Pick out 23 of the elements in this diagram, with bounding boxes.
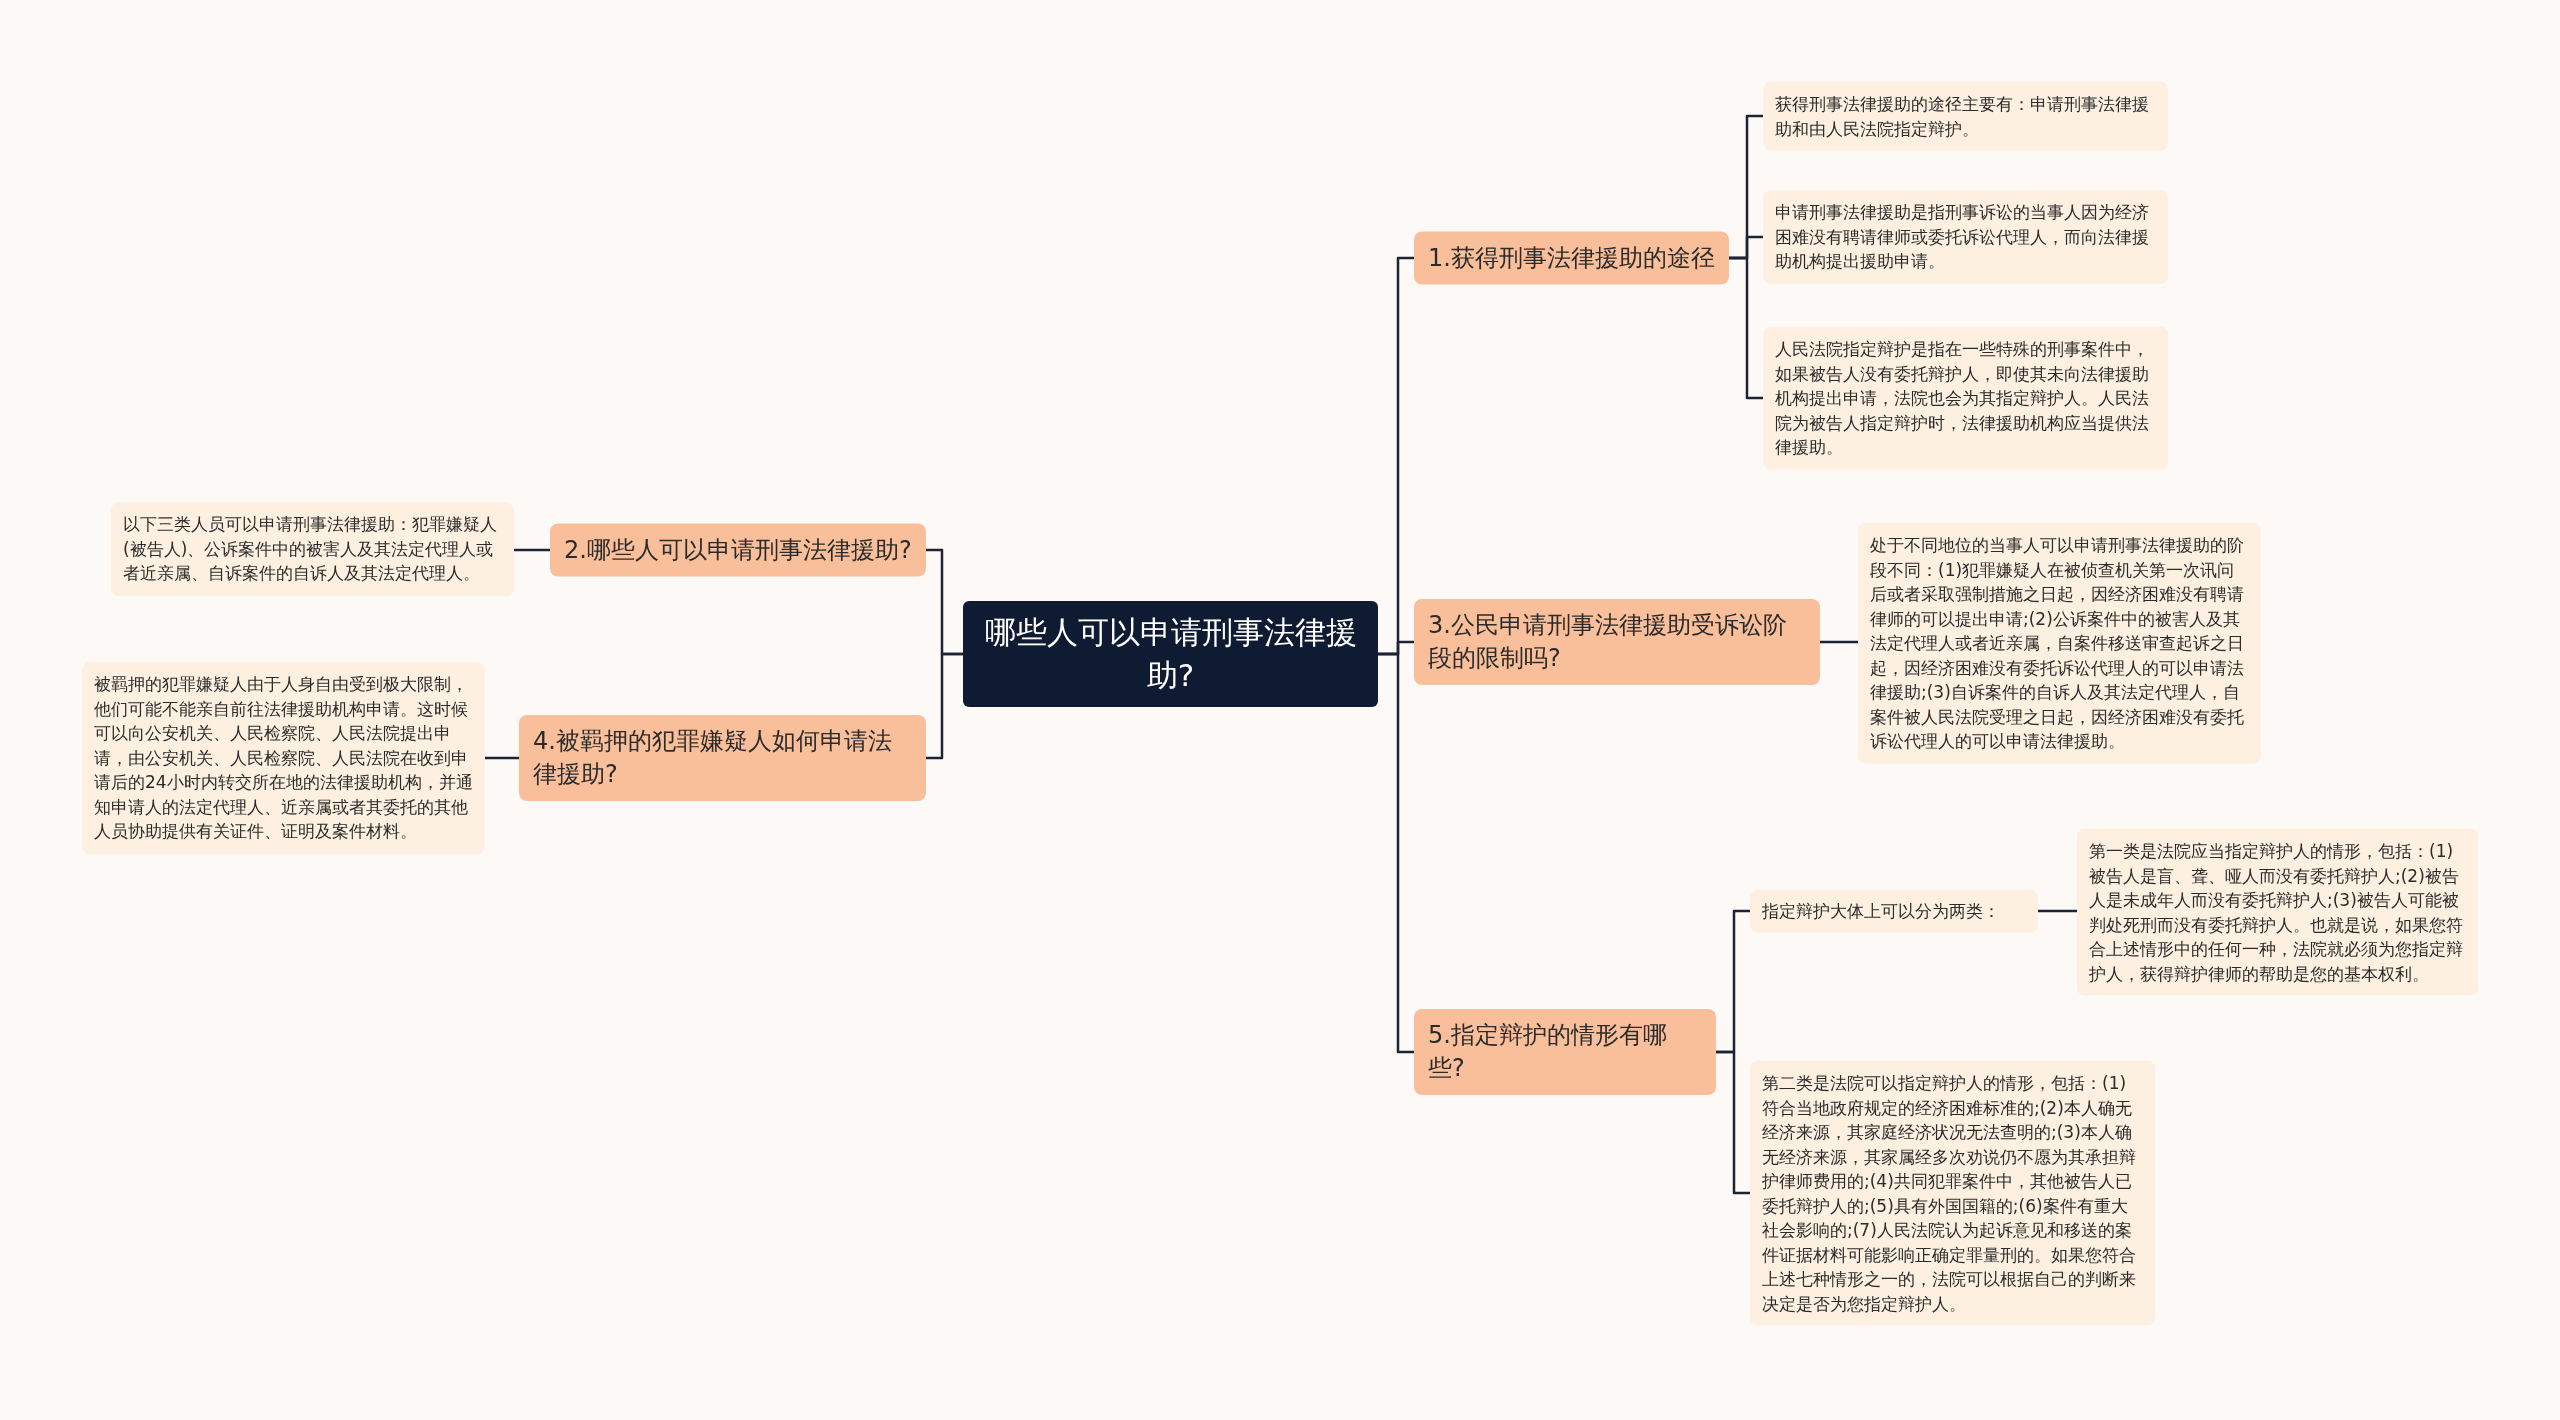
connector-line (485, 756, 519, 760)
topic-box: 3.公民申请刑事法律援助受诉讼阶段的限制吗? (1414, 599, 1820, 685)
topic-box: 2.哪些人可以申请刑事法律援助? (550, 523, 926, 577)
note-box: 申请刑事法律援助是指刑事诉讼的当事人因为经济困难没有聘请律师或委托诉讼代理人，而向法律援助机构提出援助申请。 (1763, 190, 2168, 284)
central-topic: 哪些人可以申请刑事法律援助? (963, 601, 1378, 707)
note-box: 处于不同地位的当事人可以申请刑事法律援助的阶段不同：(1)犯罪嫌疑人在被侦查机关第一次讯问后或者采取强制措施之日起，因经济困难没有聘请律师的可以提出申请;(2)公诉案件中的被害人及其法定代理人或者近亲属，自案件移送审查起诉之日起，因经济困难没有委托诉讼代理人的可以申请法律援助;(3)自诉案件的自诉人及其法定代理人，自案件被人民法院受理之日起，因经济困难没有委托诉讼代理人的可以申请法律援助。 (1858, 522, 2261, 764)
connector-line (926, 652, 963, 760)
connector-line (1716, 1050, 1750, 1195)
note-box: 人民法院指定辩护是指在一些特殊的刑事案件中，如果被告人没有委托辩护人，即使其未向法律援助机构提出申请，法院也会为其指定辩护人。人民法院为被告人指定辩护时，法律援助机构应当提供法律援助。 (1763, 326, 2168, 470)
connector-line (2038, 909, 2077, 913)
note-box: 被羁押的犯罪嫌疑人由于人身自由受到极大限制，他们可能不能亲自前往法律援助机构申请。这时候可以向公安机关、人民检察院、人民法院提出申请，由公安机关、人民检察院、人民法院在收到申请后的24小时内转交所在地的法律援助机构，并通知申请人的法定代理人、近亲属或者其委托的其他人员协助提供有关证件、证明及案件材料。 (82, 662, 485, 854)
note-box: 获得刑事法律援助的途径主要有：申请刑事法律援助和由人民法院指定辩护。 (1763, 81, 2168, 151)
connector-line (1820, 640, 1858, 644)
connector-line (1729, 256, 1763, 400)
subtopic-box: 指定辩护大体上可以分为两类： (1750, 889, 2038, 933)
note-box: 第一类是法院应当指定辩护人的情形，包括：(1)被告人是盲、聋、哑人而没有委托辩护人;(2)被告人是未成年人而没有委托辩护人;(3)被告人可能被判处死刑而没有委托辩护人。也就是说，如果您符合上述情形中的任何一种，法院就必须为您指定辩护人，获得辩护律师的帮助是您的基本权利。 (2077, 828, 2478, 996)
note-box: 以下三类人员可以申请刑事法律援助：犯罪嫌疑人(被告人)、公诉案件中的被害人及其法定代理人或者近亲属、自诉案件的自诉人及其法定代理人。 (111, 502, 514, 596)
connector-line (514, 548, 550, 552)
topic-box: 4.被羁押的犯罪嫌疑人如何申请法律援助? (519, 715, 926, 801)
topic-box: 5.指定辩护的情形有哪些? (1414, 1009, 1716, 1095)
note-box: 第二类是法院可以指定辩护人的情形，包括：(1)符合当地政府规定的经济困难标准的;(2)本人确无经济来源，其家庭经济状况无法查明的;(3)本人确无经济来源，其家属经多次劝说仍不愿为其承担辩护律师费用的;(4)共同犯罪案件中，其他被告人已委托辩护人的;(5)具有外国国籍的;(6)案件有重大社会影响的;(7)人民法院认为起诉意见和移送的案件证据材料可能影响正确定罪量刑的。如果您符合上述七种情形之一的，法院可以根据自己的判断来决定是否为您指定辩护人。 (1750, 1060, 2155, 1326)
topic-box: 1.获得刑事法律援助的途径 (1414, 231, 1729, 285)
connector-line (1378, 652, 1414, 1054)
